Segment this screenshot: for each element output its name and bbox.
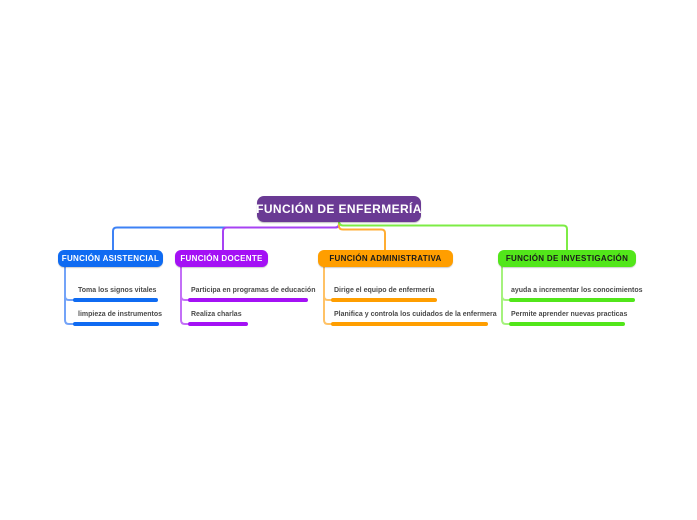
child-underline-bar bbox=[331, 298, 437, 302]
connector-investigacion-child-1 bbox=[501, 265, 510, 301]
child-underline-bar bbox=[509, 298, 635, 302]
connector-administrativa-child-2 bbox=[323, 295, 332, 325]
connector-asistencial-child-2 bbox=[64, 295, 74, 325]
child-item-limpieza-instrumentos[interactable]: limpieza de instrumentos bbox=[78, 311, 163, 318]
child-item-programas-educacion[interactable]: Participa en programas de educación bbox=[191, 287, 316, 294]
child-underline-bar bbox=[73, 298, 158, 302]
connector-docente-child-2 bbox=[180, 295, 189, 325]
branch-node-label: FUNCIÓN DE INVESTIGACIÓN bbox=[505, 254, 629, 263]
child-item-toma-signos-vitales[interactable]: Toma los signos vitales bbox=[78, 287, 157, 294]
child-item-aprender-practicas[interactable]: Permite aprender nuevas practicas bbox=[511, 311, 628, 318]
branch-node-asistencial[interactable]: FUNCIÓN ASISTENCIAL bbox=[58, 250, 163, 267]
connector-investigacion-child-2 bbox=[501, 295, 510, 325]
branch-node-investigacion[interactable]: FUNCIÓN DE INVESTIGACIÓN bbox=[498, 250, 636, 267]
child-item-incrementar-conocimientos[interactable]: ayuda a incrementar los conocimientos bbox=[511, 287, 643, 294]
root-node-funcion-de-enfermeria[interactable]: FUNCIÓN DE ENFERMERÍA bbox=[256, 196, 422, 222]
child-item-dirige-equipo[interactable]: Dirige el equipo de enfermería bbox=[334, 287, 435, 294]
connector-root-to-docente bbox=[222, 221, 340, 252]
child-underline-bar bbox=[509, 322, 625, 326]
connector-root-to-investigacion bbox=[338, 220, 568, 252]
branch-node-label: FUNCIÓN ASISTENCIAL bbox=[61, 254, 160, 263]
branch-node-docente[interactable]: FUNCIÓN DOCENTE bbox=[175, 250, 268, 267]
branch-node-administrativa[interactable]: FUNCIÓN ADMINISTRATIVA bbox=[318, 250, 453, 267]
connector-asistencial-child-1 bbox=[64, 265, 74, 301]
child-item-realiza-charlas[interactable]: Realiza charlas bbox=[191, 311, 242, 318]
child-underline-bar bbox=[188, 322, 248, 326]
connector-root-to-asistencial bbox=[112, 221, 340, 252]
child-underline-bar bbox=[188, 298, 308, 302]
child-underline-bar bbox=[331, 322, 488, 326]
connector-root-to-administrativa bbox=[338, 221, 386, 252]
root-node-label: FUNCIÓN DE ENFERMERÍA bbox=[256, 202, 422, 216]
connector-docente-child-1 bbox=[180, 265, 189, 301]
child-underline-bar bbox=[73, 322, 159, 326]
child-item-planifica-controla[interactable]: Planifica y controla los cuidados de la … bbox=[334, 311, 497, 318]
branch-node-label: FUNCIÓN ADMINISTRATIVA bbox=[329, 254, 442, 263]
connector-administrativa-child-1 bbox=[323, 265, 332, 301]
branch-node-label: FUNCIÓN DOCENTE bbox=[180, 254, 263, 263]
